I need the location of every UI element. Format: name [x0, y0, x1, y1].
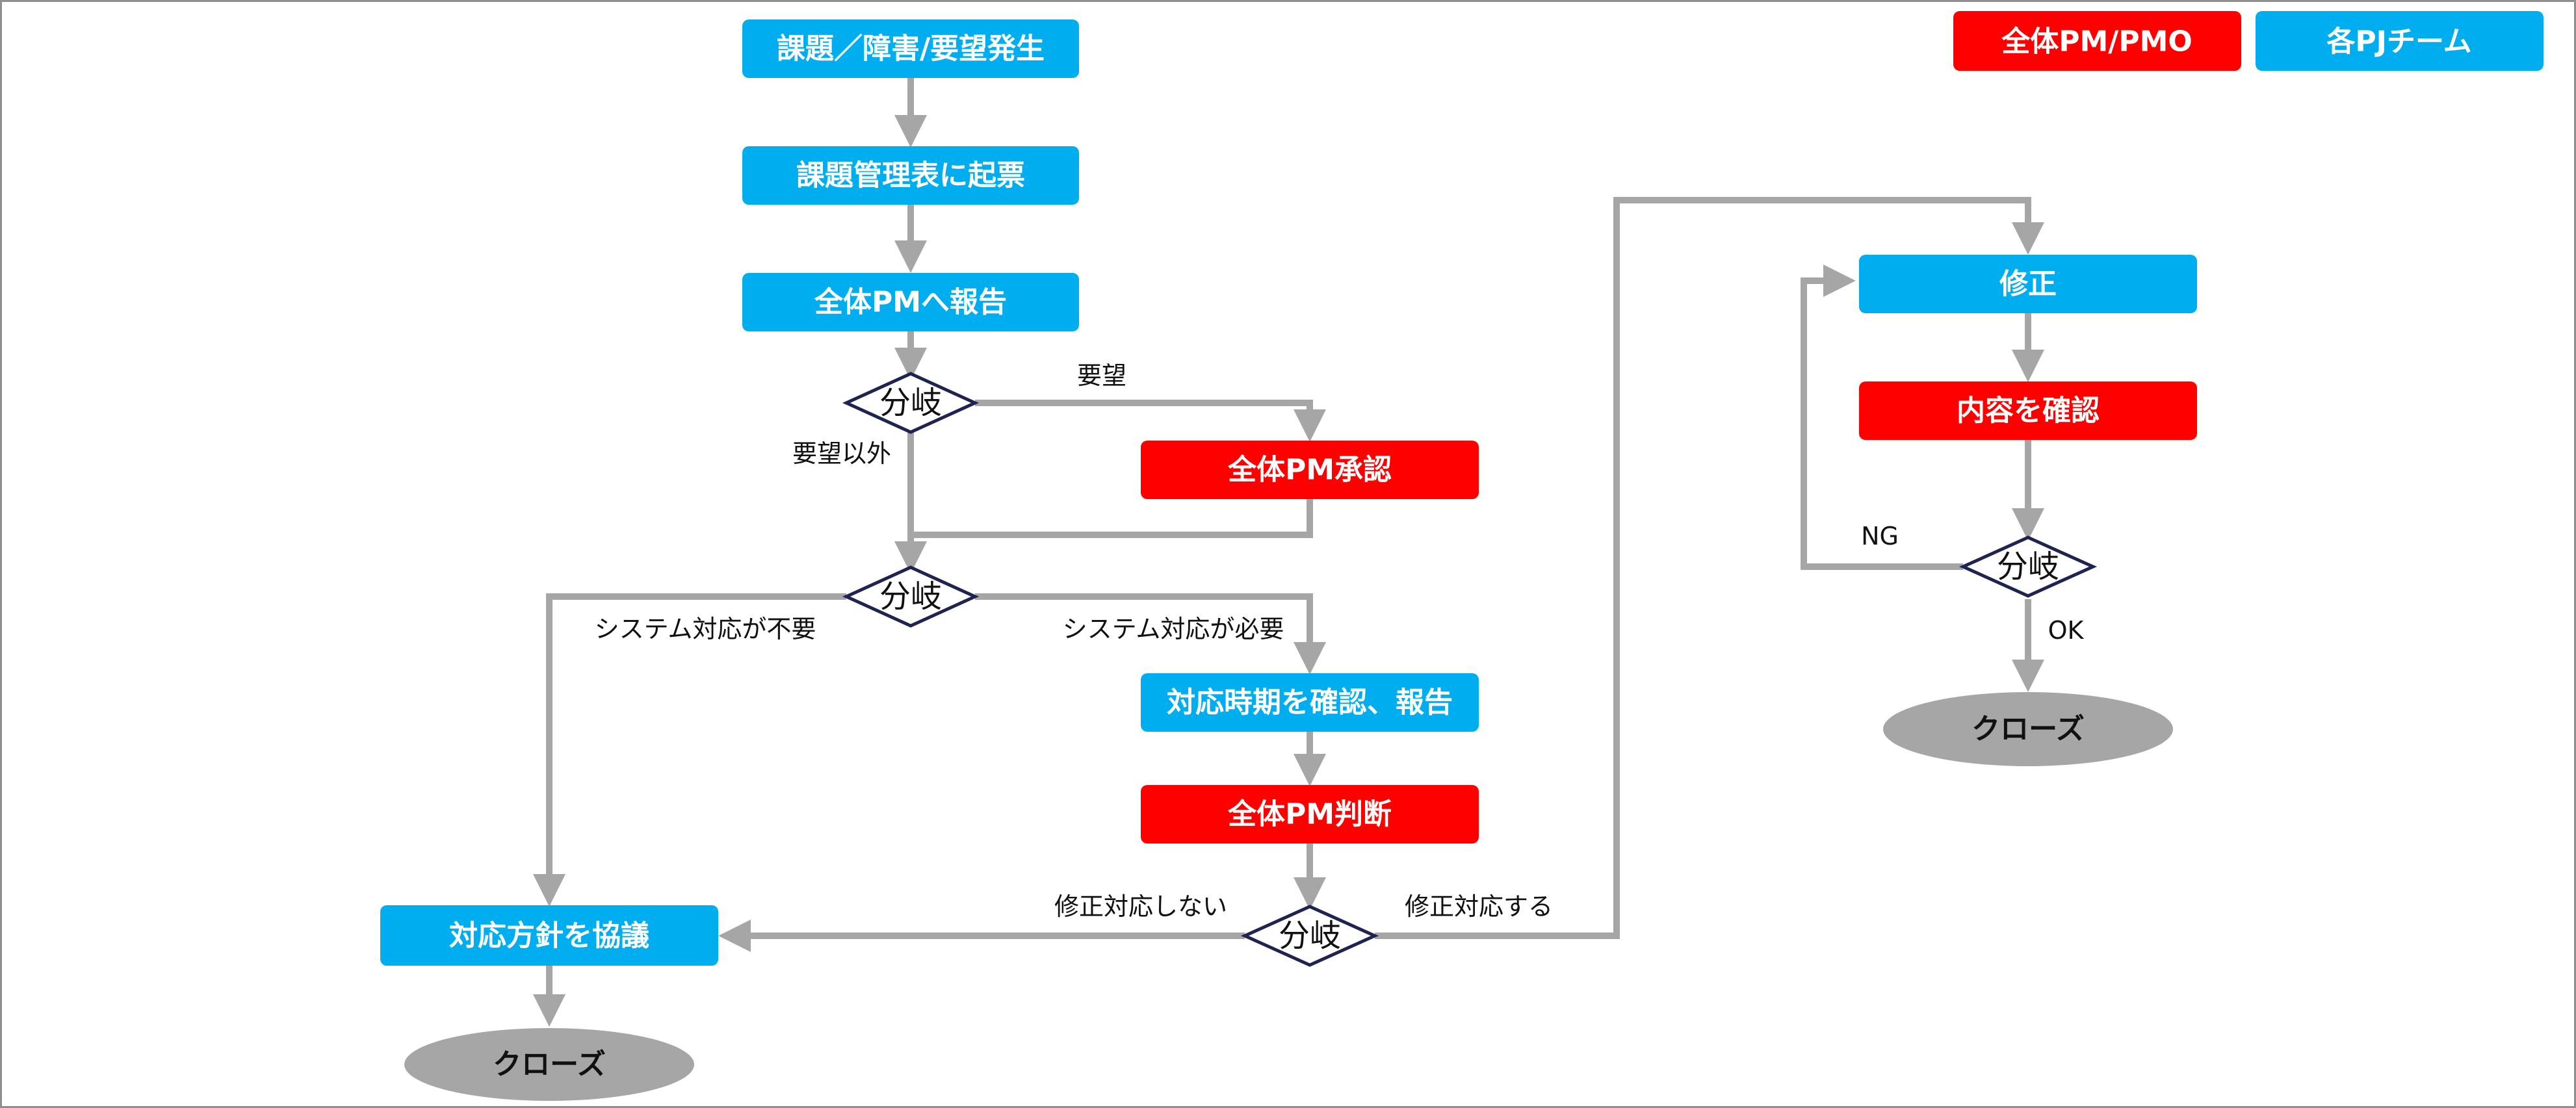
node-pm-approval-label: 全体PM承認	[1227, 454, 1392, 487]
legend-pj-team-label: 各PJチーム	[2326, 25, 2471, 58]
decision-branch-3: 分岐	[1240, 905, 1379, 967]
node-fix-label: 修正	[1999, 268, 2057, 301]
legend-pm-pmo-label: 全体PM/PMO	[2001, 25, 2192, 58]
edge-label-request: 要望	[1077, 361, 1126, 390]
decision-branch-1: 分岐	[842, 372, 980, 434]
node-pm-judgment-label: 全体PM判断	[1227, 798, 1392, 831]
connector-branch2-to-schedule	[975, 593, 1326, 675]
edge-label-system-not-needed: システム対応が不要	[595, 615, 816, 643]
node-register-issue: 課題管理表に起票	[742, 146, 1079, 205]
node-verify-content: 内容を確認	[1859, 381, 2197, 440]
decision-branch-1-label: 分岐	[879, 385, 942, 421]
node-report-to-pm: 全体PMへ報告	[742, 273, 1079, 331]
node-verify-content-label: 内容を確認	[1957, 394, 2100, 428]
node-confirm-schedule-label: 対応時期を確認、報告	[1167, 686, 1453, 719]
decision-branch-3-label: 分岐	[1279, 918, 1341, 954]
node-fix: 修正	[1859, 255, 2197, 313]
decision-branch-4-label: 分岐	[1997, 548, 2059, 585]
node-report-to-pm-label: 全体PMへ報告	[814, 286, 1007, 319]
connector-branch2-to-discuss	[533, 593, 846, 907]
edge-label-do-fix: 修正対応する	[1405, 892, 1553, 921]
decision-branch-2: 分岐	[842, 565, 980, 628]
edge-label-ng: NG	[1861, 522, 1899, 550]
terminal-close-left-label: クローズ	[493, 1048, 606, 1081]
node-register-issue-label: 課題管理表に起票	[796, 159, 1025, 192]
edge-label-system-needed: システム対応が必要	[1063, 615, 1284, 643]
connectors	[533, 78, 2044, 1027]
terminal-close-right-label: クローズ	[1971, 713, 2085, 746]
legend-pj-team-box	[2256, 11, 2543, 71]
edge-label-ok: OK	[2048, 616, 2085, 645]
node-confirm-schedule: 対応時期を確認、報告	[1141, 673, 1479, 732]
node-discuss-policy: 対応方針を協議	[380, 905, 718, 966]
node-issue-occurrence-label: 課題／障害/要望発生	[777, 32, 1045, 66]
connector-branch1-to-approval	[975, 400, 1326, 442]
edge-label-other-than-request: 要望以外	[792, 439, 891, 468]
terminal-close-right: クローズ	[1883, 692, 2173, 766]
terminal-close-left: クローズ	[404, 1028, 694, 1101]
connector-branch4-ng-to-fix	[1801, 264, 1963, 570]
edge-label-no-fix: 修正対応しない	[1054, 892, 1227, 921]
legend-pm-pmo-box	[1953, 11, 2241, 71]
decision-branch-4: 分岐	[1958, 535, 2098, 598]
legend: 全体PM/PMO 各PJチーム	[1953, 11, 2543, 71]
node-pm-judgment: 全体PM判断	[1141, 785, 1479, 844]
node-pm-approval: 全体PM承認	[1141, 441, 1479, 499]
node-discuss-policy-label: 対応方針を協議	[449, 920, 649, 953]
node-issue-occurrence: 課題／障害/要望発生	[742, 19, 1079, 78]
edge-labels: 要望 要望以外 システム対応が不要 システム対応が必要 修正対応しない 修正対応…	[595, 361, 2085, 921]
connector-branch3-to-fix	[1375, 197, 2044, 939]
decision-branch-2-label: 分岐	[879, 578, 942, 615]
connector-approval-to-merge	[911, 499, 1313, 538]
